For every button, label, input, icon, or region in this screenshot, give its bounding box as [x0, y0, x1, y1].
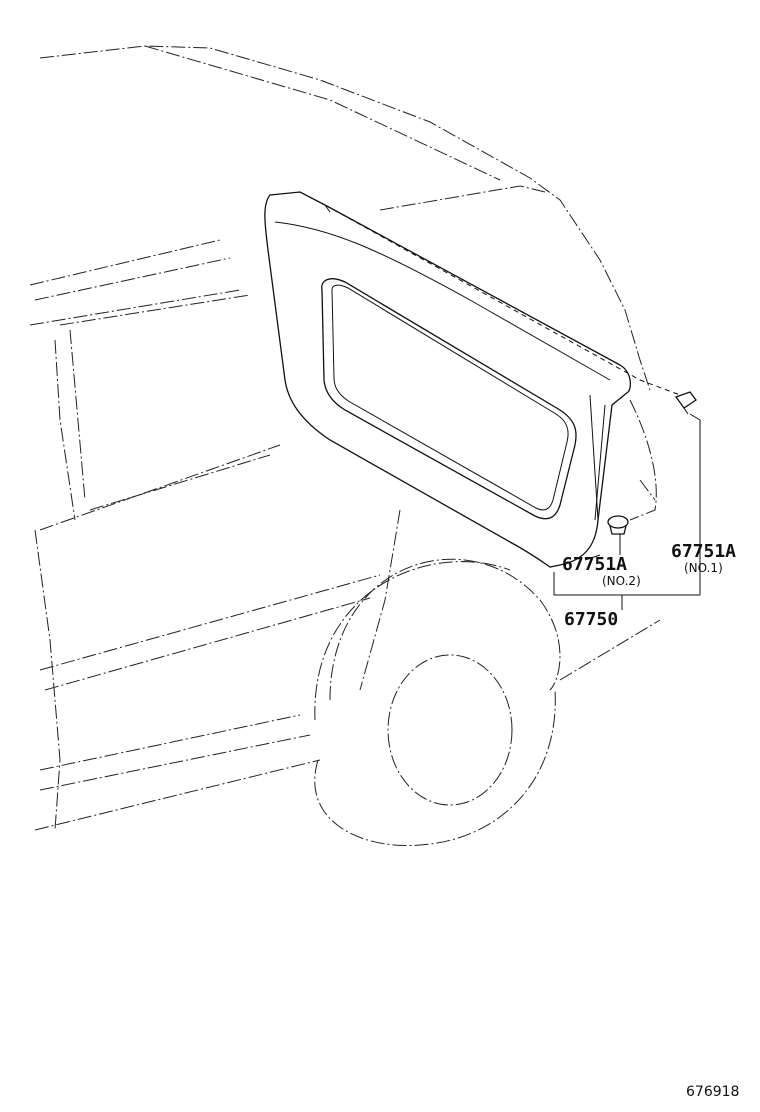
callout-clip-no1-part-number: 67751A [671, 541, 736, 562]
callout-leaders [553, 413, 701, 610]
callout-trim-panel-part-number: 67750 [564, 609, 618, 630]
callout-clip-no2-sub-label: (NO.2) [602, 574, 641, 588]
clip-no2-symbol [607, 515, 629, 535]
figure-reference-number: 676918 [686, 1084, 739, 1100]
quarter-trim-panel [264, 191, 632, 568]
vehicle-body-outline [29, 45, 661, 847]
callout-clip-no2-part-number: 67751A [562, 554, 627, 575]
callout-clip-no1-sub-label: (NO.1) [684, 561, 723, 575]
clip-no1-symbol [674, 391, 697, 415]
installation-guide-line [324, 204, 681, 396]
